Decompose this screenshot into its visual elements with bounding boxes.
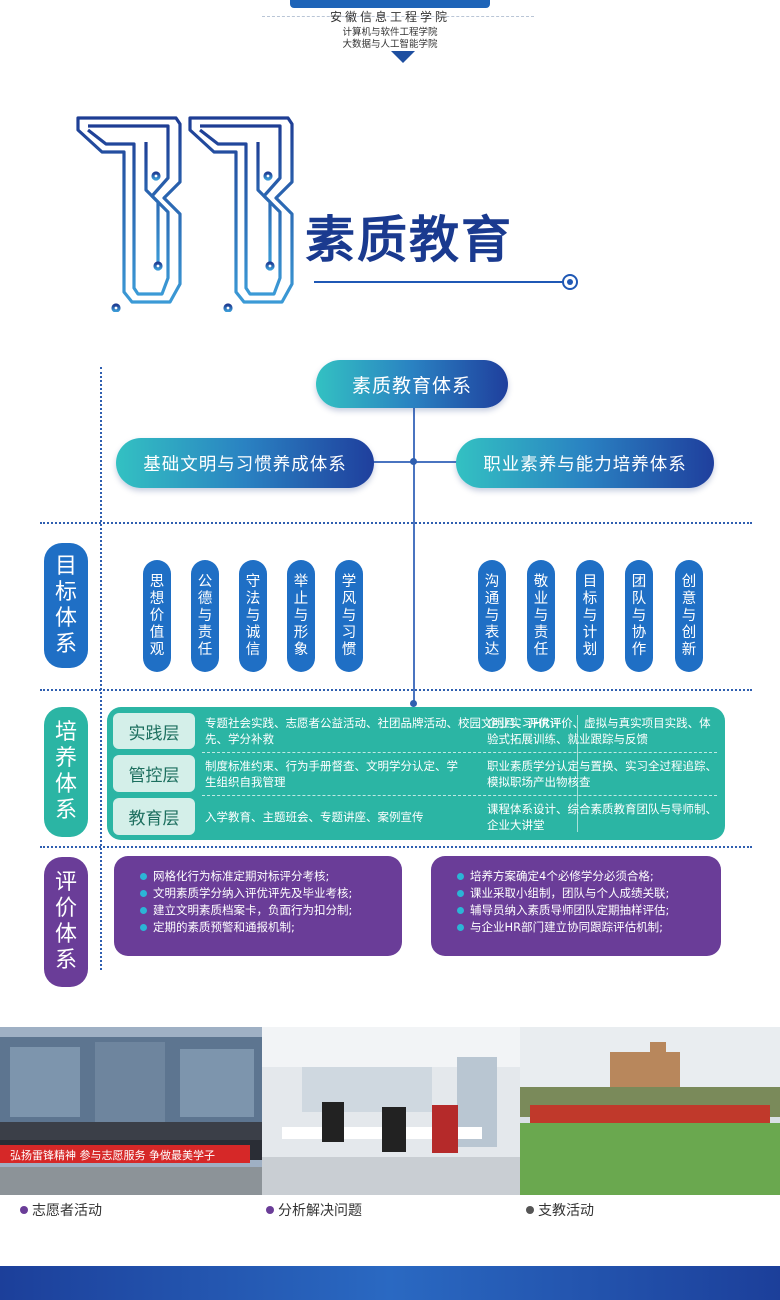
caption-bullet-icon <box>526 1206 534 1214</box>
header-arrow-icon <box>391 51 415 63</box>
photo-problem-solving <box>262 1027 520 1195</box>
control-basic-cell: 制度标准约束、行为手册督查、文明学分认定、学生组织自我管理 <box>205 759 458 789</box>
footer-bar <box>0 1266 780 1300</box>
evaluation-basic-box: 网格化行为标准定期对标评分考核; 文明素质学分纳入评优评先及毕业考核; 建立文明… <box>114 856 402 956</box>
photo-teaching-support <box>520 1027 780 1195</box>
caption-bullet-icon <box>20 1206 28 1214</box>
circuit-numeral-logo <box>76 116 294 312</box>
connector-node-bottom <box>410 700 417 707</box>
list-item: 辅导员纳入素质导师团队定期抽样评估; <box>457 902 721 919</box>
bullet-icon <box>457 907 464 914</box>
bullet-icon <box>457 924 464 931</box>
goal-right-5: 创意与创新 <box>675 560 703 672</box>
dept-name-1: 计算机与软件工程学院 <box>342 27 438 38</box>
layer-label-control: 管控层 <box>113 755 195 792</box>
caption-bullet-icon <box>266 1206 274 1214</box>
control-professional-cell: 职业素质学分认定与置换、实习全过程追踪、模拟职场产出物核查 <box>487 759 717 789</box>
caption-teaching: 支教活动 <box>526 1200 594 1220</box>
header-divider <box>262 16 534 17</box>
list-item: 定期的素质预警和通报机制; <box>140 919 402 936</box>
photo-volunteer-activity: 弘扬雷锋精神 参与志愿服务 争做最美学子 <box>0 1027 262 1195</box>
goal-right-4: 团队与协作 <box>625 560 653 672</box>
goal-left-4: 举止与形象 <box>287 560 315 672</box>
layer-label-practice: 实践层 <box>113 713 195 749</box>
goal-left-2: 公德与责任 <box>191 560 219 672</box>
quality-system-pill: 素质教育体系 <box>316 360 508 408</box>
table-column-divider <box>577 715 578 832</box>
bullet-icon <box>457 873 464 880</box>
horizontal-dotted-divider-1 <box>40 522 752 524</box>
horizontal-dotted-divider-3 <box>40 846 752 848</box>
bullet-icon <box>140 907 147 914</box>
layer-label-education: 教育层 <box>113 798 195 835</box>
title-underline <box>314 281 566 283</box>
school-name: 安徽信息工程学院 <box>329 10 450 24</box>
bullet-icon <box>140 890 147 897</box>
list-item: 与企业HR部门建立协同跟踪评估机制; <box>457 919 721 936</box>
system-connector-vertical <box>413 406 415 704</box>
list-item: 课业采取小组制，团队与个人成绩关联; <box>457 885 721 902</box>
connector-node <box>410 458 417 465</box>
list-item: 建立文明素质档案卡，负面行为扣分制; <box>140 902 402 919</box>
header-tab <box>290 0 490 8</box>
practice-professional-cell: 企业实习HR评价、虚拟与真实项目实践、体验式拓展训练、就业跟踪与反馈 <box>487 716 711 746</box>
list-item: 培养方案确定4个必修学分必须合格; <box>457 868 721 885</box>
goal-left-5: 学风与习惯 <box>335 560 363 672</box>
vertical-dotted-divider <box>100 367 102 970</box>
practice-basic-cell: 专题社会实践、志愿者公益活动、社团品牌活动、校园文明月、评优评先、学分补救 <box>205 716 562 746</box>
education-professional-cell: 课程体系设计、综合素质教育团队与导师制、企业大讲堂 <box>487 802 717 832</box>
goal-left-1: 思想价值观 <box>143 560 171 672</box>
education-basic-cell: 入学教育、主题班会、专题讲座、案例宣传 <box>205 810 424 824</box>
caption-volunteer: 志愿者活动 <box>20 1200 102 1220</box>
target-dot-icon <box>562 274 578 290</box>
bullet-icon <box>140 873 147 880</box>
training-system-label: 培 养 体 系 <box>44 707 88 837</box>
goal-system-label: 目 标 体 系 <box>44 543 88 668</box>
training-table: 实践层 专题社会实践、志愿者公益活动、社团品牌活动、校园文明月、评优评先、学分补… <box>107 707 725 840</box>
list-item: 网格化行为标准定期对标评分考核; <box>140 868 402 885</box>
evaluation-professional-box: 培养方案确定4个必修学分必须合格; 课业采取小组制，团队与个人成绩关联; 辅导员… <box>431 856 721 956</box>
horizontal-dotted-divider-2 <box>40 689 752 691</box>
professional-quality-pill: 职业素养与能力培养体系 <box>456 438 714 488</box>
list-item: 文明素质学分纳入评优评先及毕业考核; <box>140 885 402 902</box>
evaluation-system-label: 评 价 体 系 <box>44 857 88 987</box>
table-row-divider <box>202 752 717 753</box>
page-title: 素质教育 <box>305 211 513 269</box>
table-row-divider <box>202 795 717 796</box>
basic-civility-pill: 基础文明与习惯养成体系 <box>116 438 374 488</box>
bullet-icon <box>140 924 147 931</box>
goal-right-1: 沟通与表达 <box>478 560 506 672</box>
bullet-icon <box>457 890 464 897</box>
dept-name-2: 大数据与人工智能学院 <box>342 39 438 50</box>
caption-problem-solving: 分析解决问题 <box>266 1200 362 1220</box>
goal-right-3: 目标与计划 <box>576 560 604 672</box>
banner-text: 弘扬雷锋精神 参与志愿服务 争做最美学子 <box>10 1148 215 1162</box>
goal-right-2: 敬业与责任 <box>527 560 555 672</box>
goal-left-3: 守法与诚信 <box>239 560 267 672</box>
